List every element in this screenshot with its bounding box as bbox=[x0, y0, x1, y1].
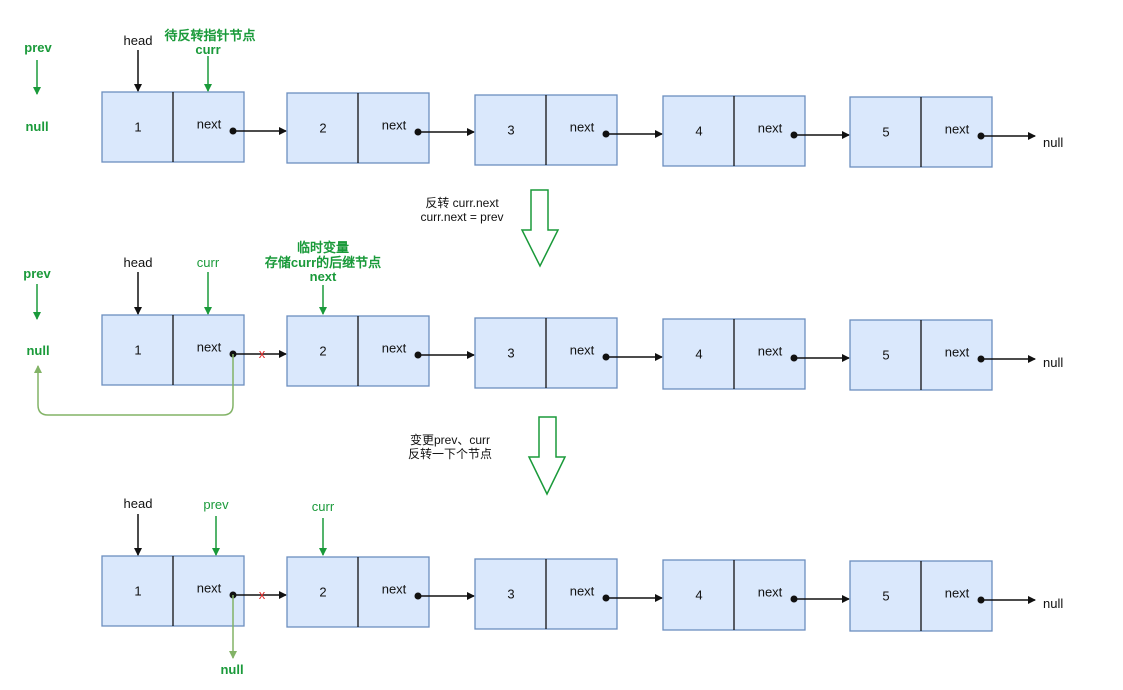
row2-node-1-next-label: next bbox=[196, 339, 222, 355]
row2-node-5-next-label: next bbox=[944, 344, 970, 360]
row2-temp-note-2: 存储curr的后继节点 bbox=[264, 255, 382, 270]
row3-head-label: head bbox=[123, 496, 153, 511]
step2-caption: 变更prev、curr 反转一下个节点 bbox=[408, 433, 492, 461]
row2-head-label: head bbox=[123, 255, 153, 270]
row2-reversed-link-to-null bbox=[34, 354, 234, 416]
step1-line1: 反转 curr.next bbox=[425, 196, 499, 210]
row1-prev-label: prev bbox=[24, 40, 52, 55]
row3-node-1-value: 1 bbox=[134, 583, 142, 599]
row2-cut-mark: x bbox=[258, 346, 266, 361]
row1-tail-null: null bbox=[1043, 135, 1064, 150]
row1-node-4-next-label: next bbox=[757, 120, 783, 136]
row3-node-5-next-label: next bbox=[944, 585, 970, 601]
row2-node-5-value: 5 bbox=[882, 347, 890, 363]
step1-caption: 反转 curr.next curr.next = prev bbox=[420, 196, 503, 224]
row3-tail-null: null bbox=[1043, 596, 1064, 611]
row3-node-2-value: 2 bbox=[319, 584, 327, 600]
row1-node-3-next-label: next bbox=[569, 119, 595, 135]
row3-node-4-next-label: next bbox=[757, 584, 783, 600]
row1-curr-note: 待反转指针节点 bbox=[164, 28, 256, 43]
row1-node-4-value: 4 bbox=[695, 123, 703, 139]
row2-curr-label: curr bbox=[196, 255, 220, 270]
row2-next-var-label: next bbox=[309, 269, 337, 284]
row2-node-2-value: 2 bbox=[319, 343, 327, 359]
row2-node-3-value: 3 bbox=[507, 345, 515, 361]
step1-line2: curr.next = prev bbox=[420, 210, 504, 224]
row3-cut-mark: x bbox=[258, 587, 266, 602]
row2-node-4-value: 4 bbox=[695, 346, 703, 362]
row2-prev-label: prev bbox=[23, 266, 51, 281]
row2-temp-note-1: 临时变量 bbox=[296, 240, 350, 255]
row2-node-4-next-label: next bbox=[757, 343, 783, 359]
row3-node-1-next-label: next bbox=[196, 580, 222, 596]
row3-node-5-value: 5 bbox=[882, 588, 890, 604]
row3-node-3-value: 3 bbox=[507, 586, 515, 602]
row1-curr-label: curr bbox=[195, 42, 221, 57]
row2-tail-null: null bbox=[1043, 355, 1064, 370]
row2-node-1-value: 1 bbox=[134, 342, 142, 358]
row1-node-1-value: 1 bbox=[134, 119, 142, 135]
row3-down-null: null bbox=[220, 662, 244, 677]
row3-node-3-next-label: next bbox=[569, 583, 595, 599]
row1-node-2-next-label: next bbox=[381, 117, 407, 133]
step2-line1: 变更prev、curr bbox=[409, 433, 491, 447]
row3-prev-label: prev bbox=[203, 497, 229, 512]
step1-down-arrow bbox=[520, 189, 560, 268]
row2-node-3-next-label: next bbox=[569, 342, 595, 358]
row1-node-2-value: 2 bbox=[319, 120, 327, 136]
row3-node-4-value: 4 bbox=[695, 587, 703, 603]
row1-node-3-value: 3 bbox=[507, 122, 515, 138]
step2-down-arrow bbox=[527, 416, 567, 496]
row1-node-1-next-label: next bbox=[196, 116, 222, 132]
row2-node-2-next-label: next bbox=[381, 340, 407, 356]
row1-head-label: head bbox=[123, 33, 153, 48]
row3-node-2-next-label: next bbox=[381, 581, 407, 597]
row1-node-5-value: 5 bbox=[882, 124, 890, 140]
row3-curr-label: curr bbox=[311, 499, 335, 514]
row1-node-5-next-label: next bbox=[944, 121, 970, 137]
step2-line2: 反转一下个节点 bbox=[407, 447, 493, 461]
row1-prev-null-label: null bbox=[25, 119, 49, 134]
row2-prev-null-label: null bbox=[26, 343, 50, 358]
